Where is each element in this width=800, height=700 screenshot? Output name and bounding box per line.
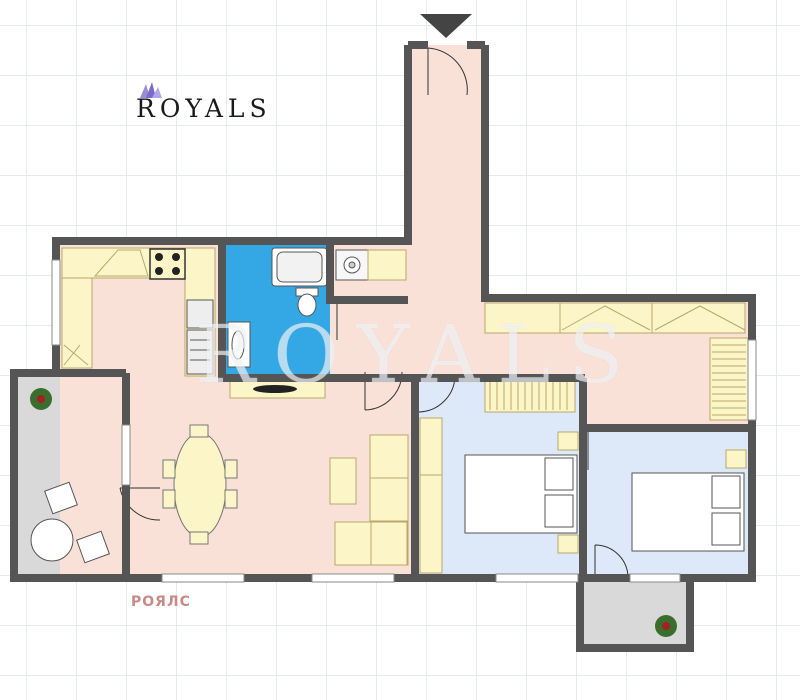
brand-logo-text: ROYALS xyxy=(136,94,272,123)
coffee-table xyxy=(329,457,357,505)
windows xyxy=(51,259,757,583)
utility-wall xyxy=(326,241,408,304)
washing-machine-icon xyxy=(335,249,369,281)
round-table xyxy=(30,518,74,562)
plant-icon xyxy=(655,615,677,637)
plant-icon xyxy=(30,388,52,410)
balcony-bottom-floor xyxy=(580,578,688,648)
stove-icon xyxy=(149,248,186,280)
toilet-icon xyxy=(295,287,319,317)
crystal-logo-icon xyxy=(140,82,162,98)
balcony-left-furniture xyxy=(30,481,110,564)
wardrobes xyxy=(419,302,749,574)
door xyxy=(594,544,629,579)
sofa xyxy=(329,434,409,566)
bed-right-icon xyxy=(631,449,747,552)
corner-cabinet-lines xyxy=(63,344,89,366)
bathroom-fixtures xyxy=(227,247,407,368)
brand-caption: РОЯЛС xyxy=(131,594,191,610)
kitchen-hood xyxy=(93,249,149,277)
kitchen-counter-left xyxy=(61,277,93,369)
entrance-marker xyxy=(420,14,472,38)
bathroom-wall xyxy=(218,241,330,382)
kitchen-sink-icon xyxy=(186,299,214,375)
outer-wall-hall-right xyxy=(481,45,756,582)
bed-middle-icon xyxy=(464,431,579,554)
entrance-door xyxy=(427,47,468,96)
balcony-left-wall xyxy=(10,369,130,582)
dining-table xyxy=(173,432,227,538)
bedroom-divider xyxy=(411,378,587,578)
balcony-bottom-wall xyxy=(576,578,694,652)
bathroom-sink-icon xyxy=(227,321,251,368)
dining-set xyxy=(162,424,238,545)
